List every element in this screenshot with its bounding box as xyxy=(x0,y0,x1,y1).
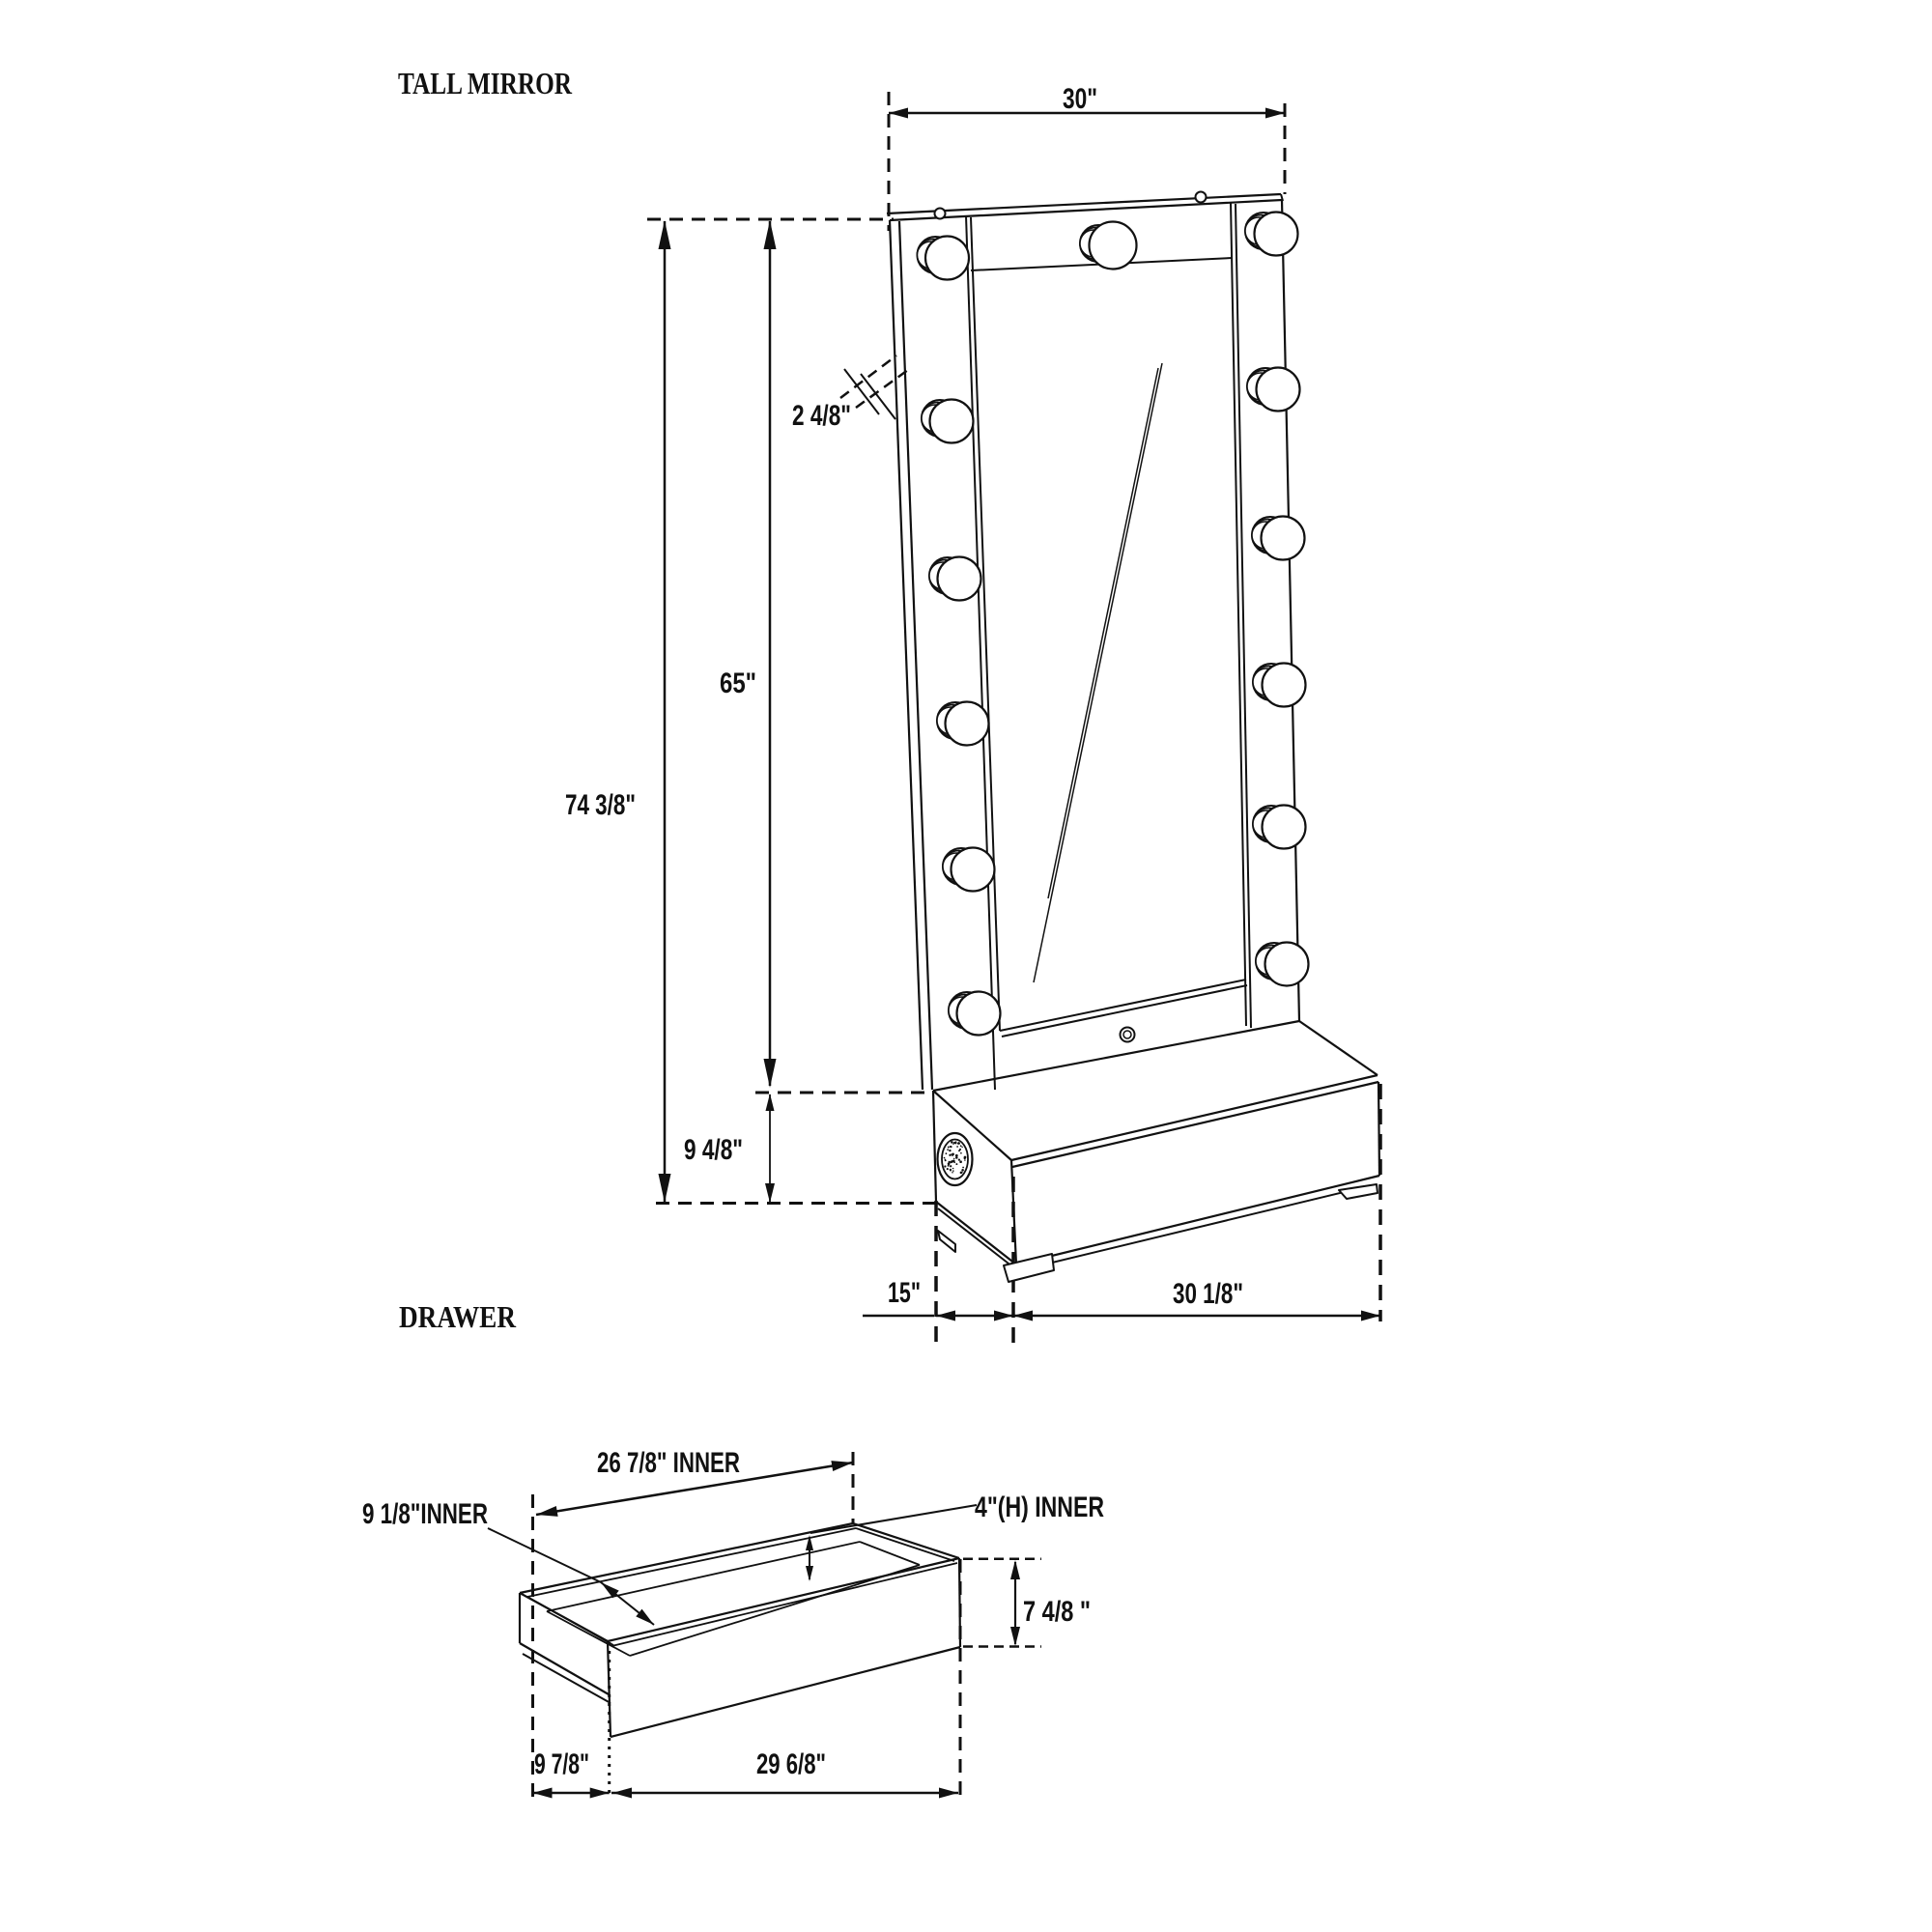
svg-text:9 4/8": 9 4/8" xyxy=(684,1134,743,1166)
svg-text:65": 65" xyxy=(720,668,756,699)
svg-text:15": 15" xyxy=(888,1277,921,1309)
svg-text:29 6/8": 29 6/8" xyxy=(756,1748,826,1780)
svg-text:2 4/8": 2 4/8" xyxy=(792,400,851,432)
svg-text:74 3/8": 74 3/8" xyxy=(565,789,636,821)
svg-text:26 7/8" INNER: 26 7/8" INNER xyxy=(597,1447,740,1479)
svg-text:9 7/8": 9 7/8" xyxy=(534,1748,589,1780)
svg-text:30": 30" xyxy=(1063,83,1097,115)
svg-text:7 4/8 ": 7 4/8 " xyxy=(1023,1596,1091,1628)
svg-text:TALL MIRROR: TALL MIRROR xyxy=(398,66,573,100)
svg-text:DRAWER: DRAWER xyxy=(399,1299,517,1334)
svg-text:30 1/8": 30 1/8" xyxy=(1173,1278,1243,1310)
svg-text:9 1/8"INNER: 9 1/8"INNER xyxy=(362,1498,488,1530)
svg-text:4"(H) INNER: 4"(H) INNER xyxy=(975,1492,1104,1523)
